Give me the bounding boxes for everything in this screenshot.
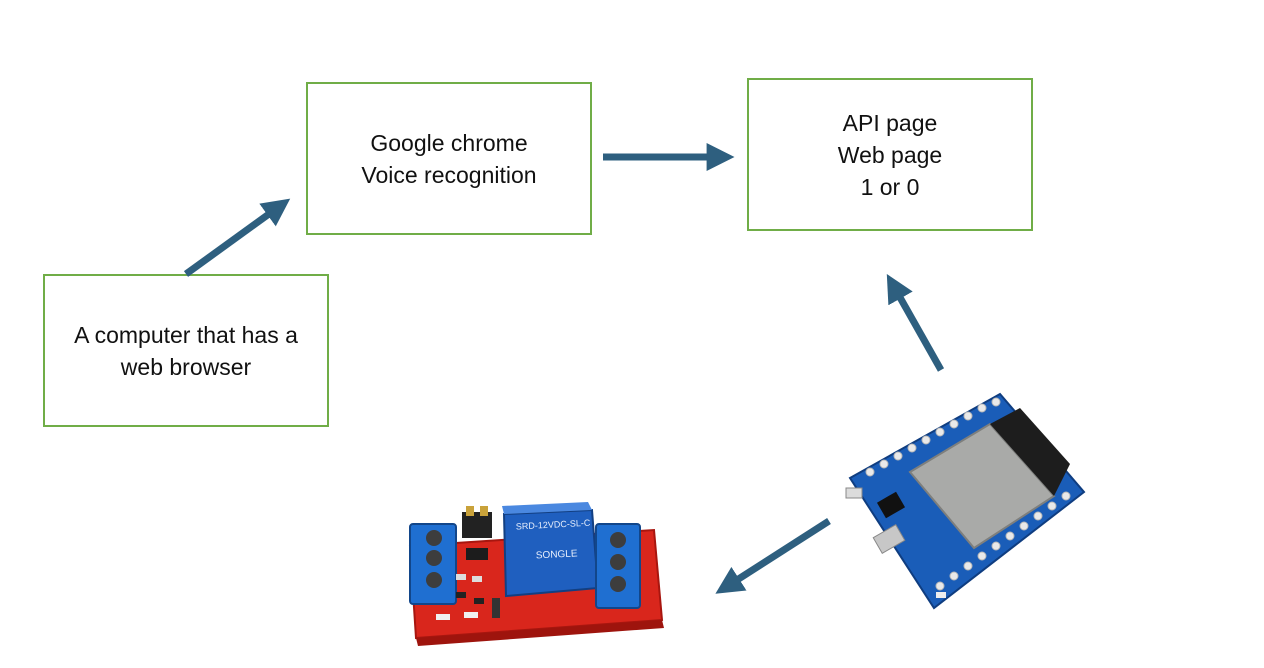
api-box-line-2: Web page [837, 141, 943, 168]
relay-model-text: SRD-12VDC-SL-C [516, 518, 591, 532]
api-box-line-1: API page [842, 109, 938, 136]
chrome-box-line-1: Google chrome [370, 129, 528, 156]
relay-module-image: SRD-12VDC-SL-C SONGLE [408, 502, 664, 646]
arrow-computer-to-chrome [183, 198, 291, 277]
arrow-esp-to-relay [715, 518, 831, 594]
esp32-board-image [845, 392, 1086, 610]
api-box-line-3: 1 or 0 [860, 173, 920, 200]
computer-box-line-2: web browser [120, 353, 252, 380]
arrow-esp-to-api [886, 274, 945, 372]
api-box: API page Web page 1 or 0 [747, 78, 1033, 231]
chrome-box-line-2: Voice recognition [361, 161, 537, 188]
computer-box: A computer that has a web browser [43, 274, 329, 427]
computer-box-line-1: A computer that has a [74, 321, 298, 348]
relay-brand-text: SONGLE [536, 548, 579, 561]
chrome-box: Google chrome Voice recognition [306, 82, 592, 235]
